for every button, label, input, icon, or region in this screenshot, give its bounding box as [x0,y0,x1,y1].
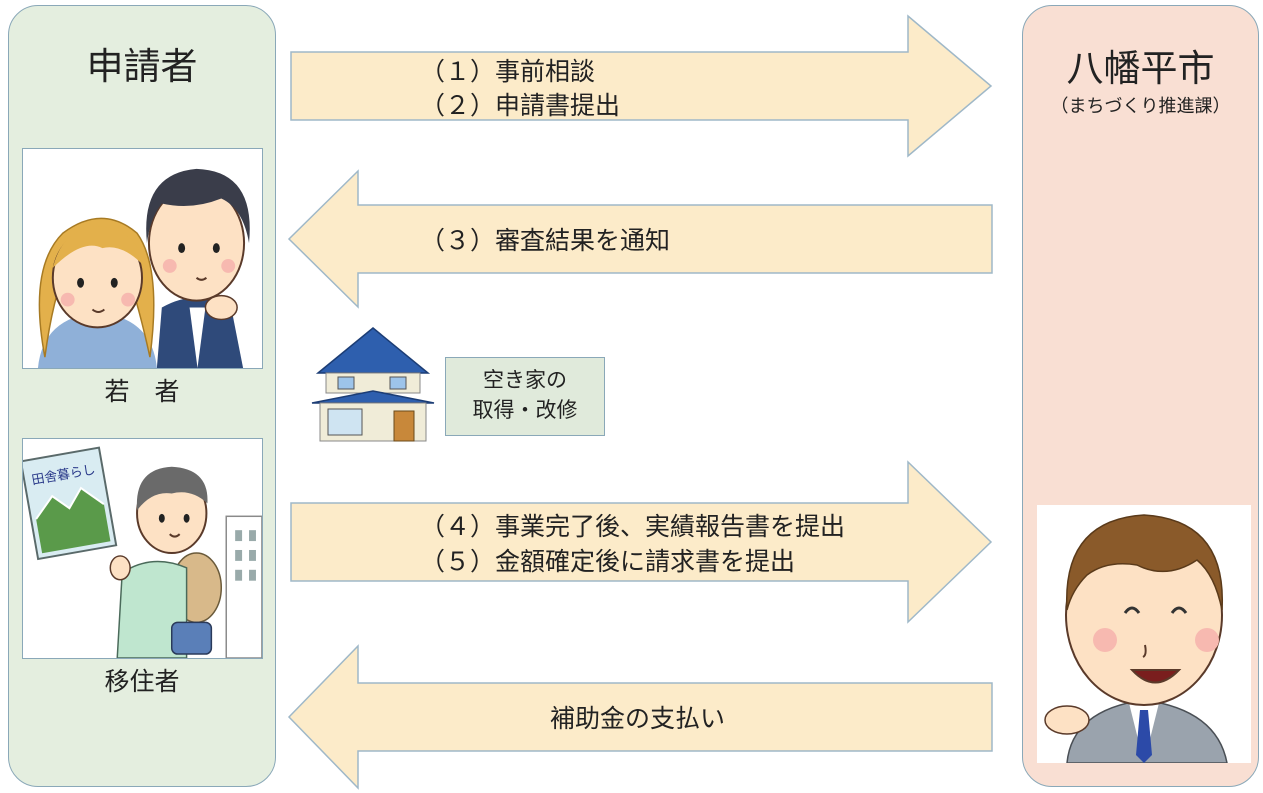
city-department: （まちづくり推進課） [1050,96,1231,117]
arrow-to-applicant-result [287,169,993,309]
migrant-caption: 移住者 [104,667,180,696]
applicant-title: 申請者 [86,45,198,88]
city-staff-illustration [1037,505,1251,763]
step4-label: （４）事業完了後、実績報告書を提出 [420,512,846,541]
vacant-house-line1: 空き家の [483,368,567,392]
city-title: 八幡平市 [1066,47,1215,90]
migrant-illustration: 田舎暮らし [22,438,263,659]
young-couple-illustration [22,148,263,369]
vacant-house-label: 空き家の 取得・改修 [445,357,605,436]
arrow-to-city-application [290,14,993,158]
step2-label: （２）申請書提出 [420,91,621,120]
arrow-to-city-report [290,460,993,624]
young-caption: 若 者 [104,377,180,406]
step3-label: （３）審査結果を通知 [420,226,671,255]
step1-label: （１）事前相談 [420,57,596,86]
payment-label: 補助金の支払い [550,704,726,733]
step5-label: （５）金額確定後に請求書を提出 [420,547,796,576]
vacant-house-line2: 取得・改修 [472,398,578,422]
house-icon [310,325,436,445]
arrow-to-applicant-payment [287,644,993,790]
